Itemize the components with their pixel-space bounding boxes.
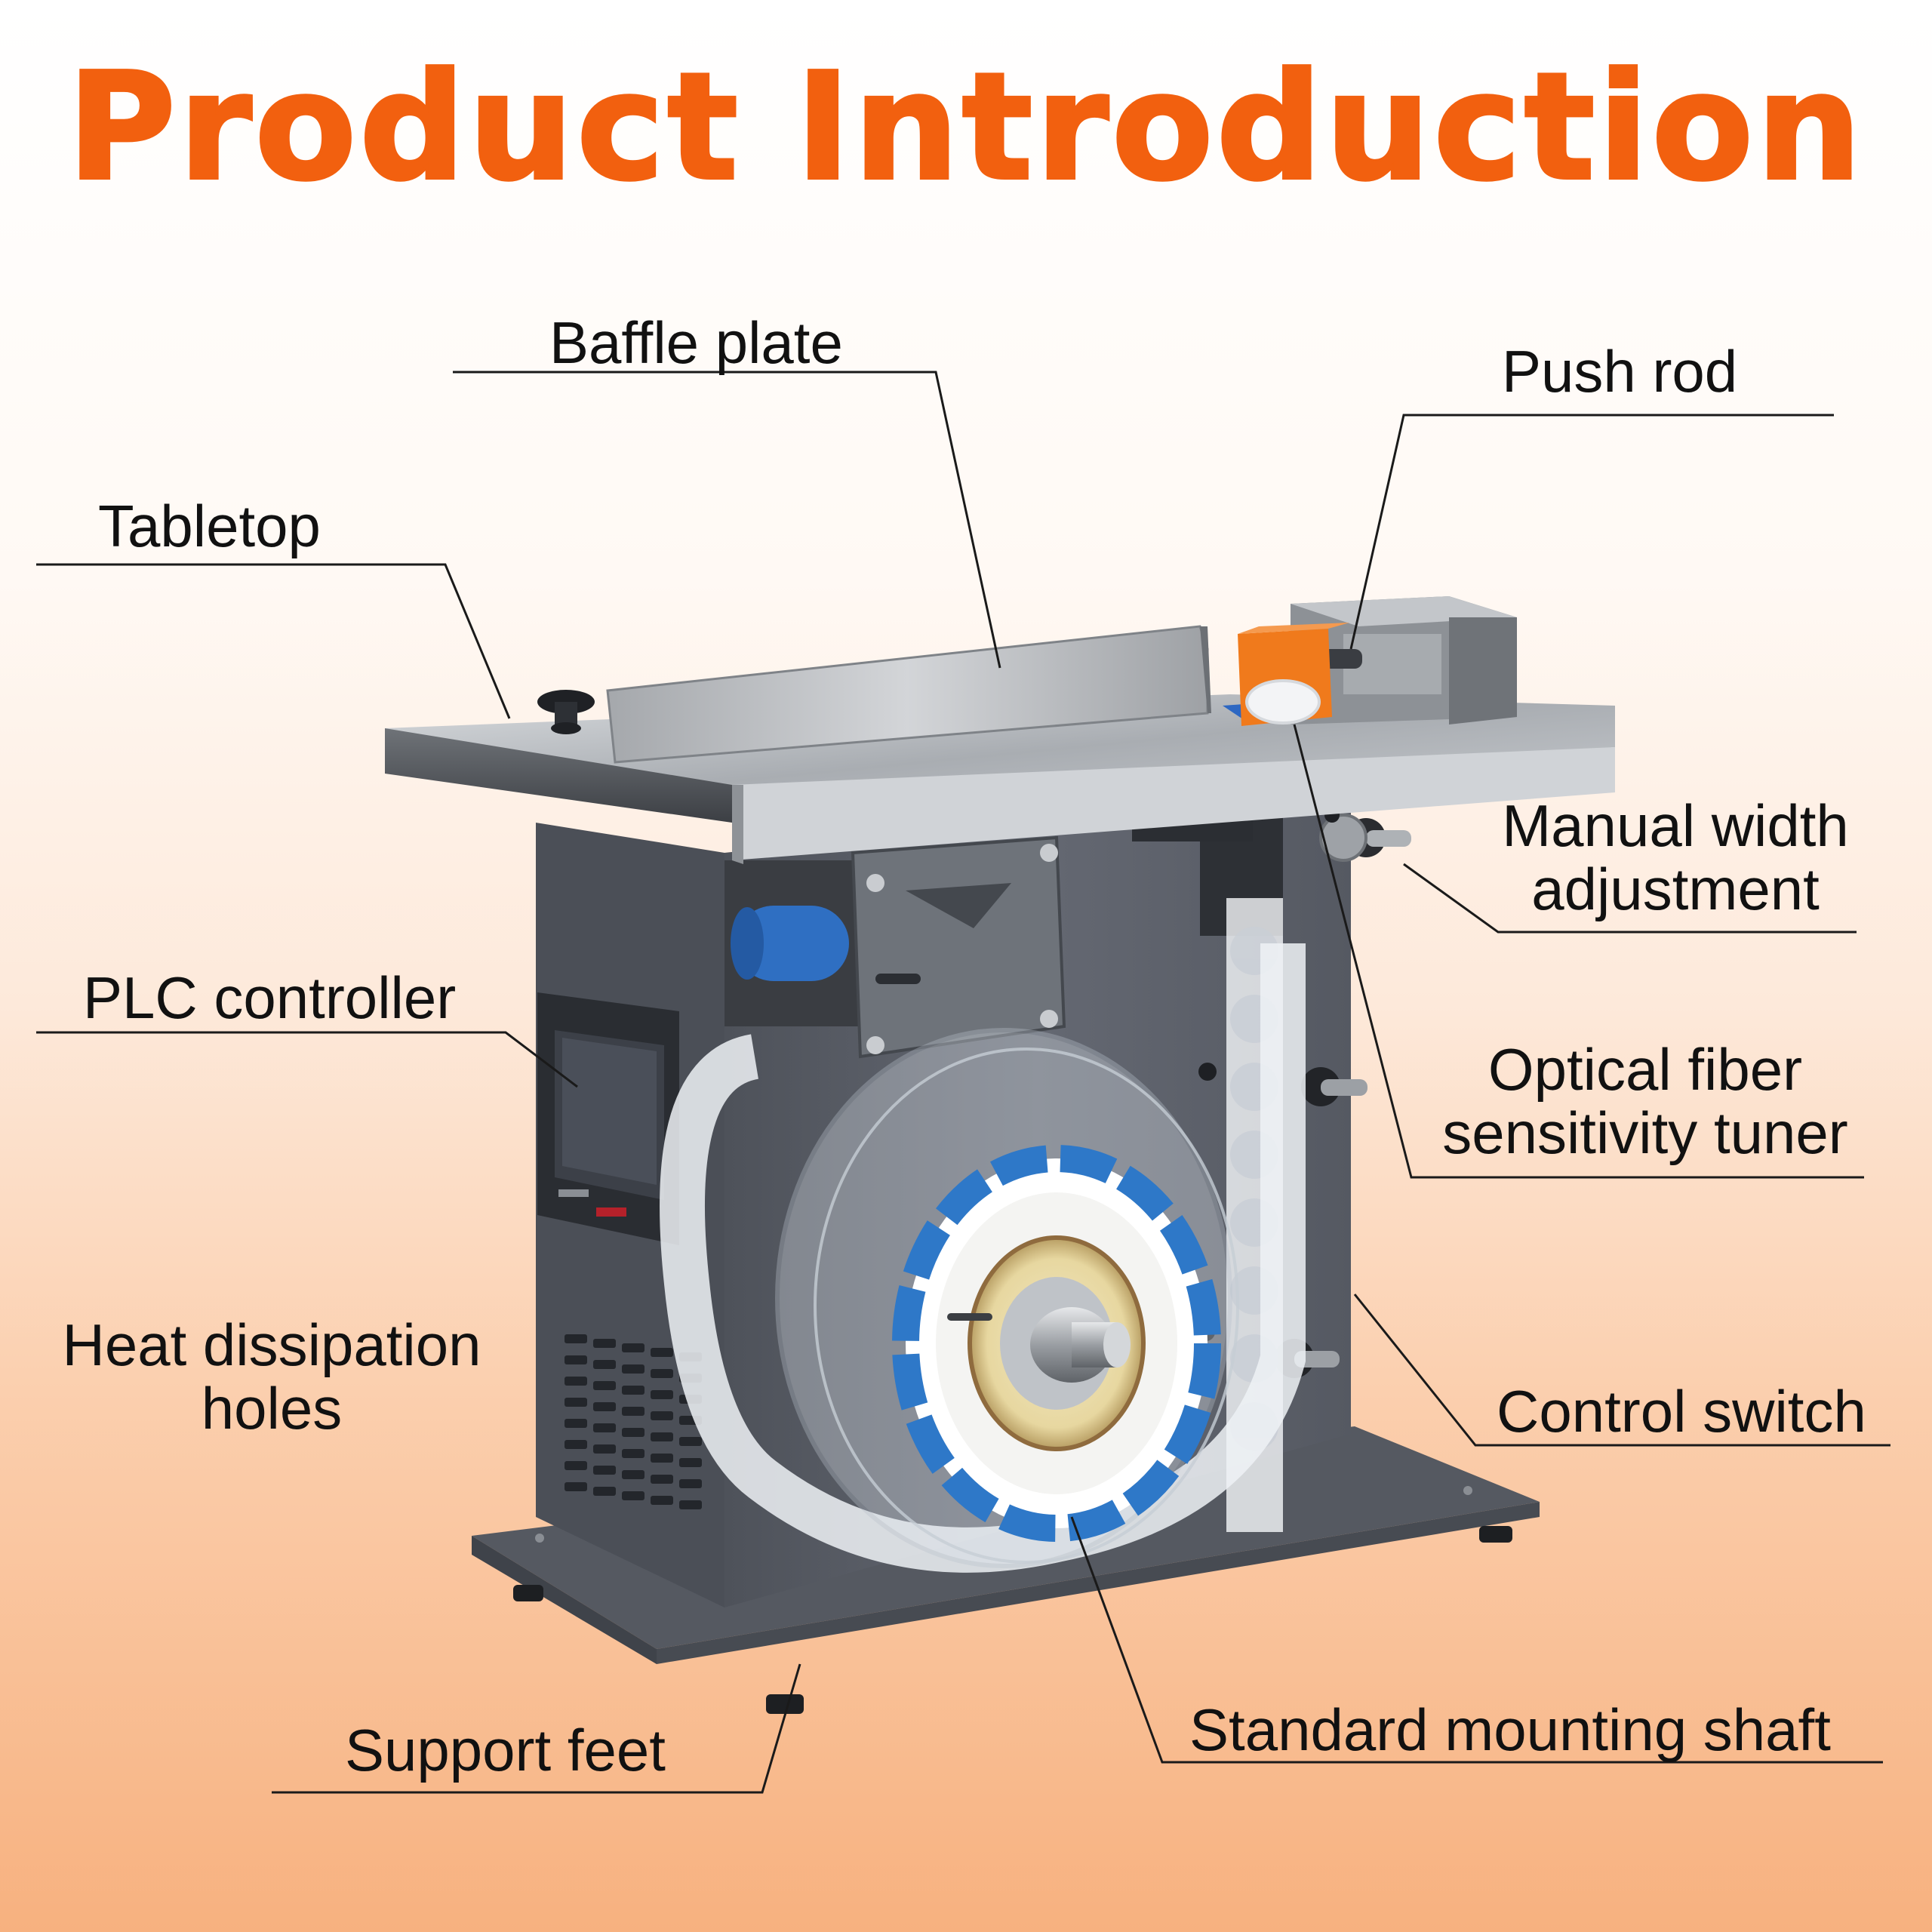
tabletop-leader xyxy=(36,563,511,719)
baffle-plate-leader xyxy=(453,371,1001,669)
manual-width-leader xyxy=(1403,863,1857,934)
tabletop-knob xyxy=(537,690,595,734)
control-switch-leader xyxy=(1353,1294,1890,1447)
label-baffle-plate: Baffle plate xyxy=(549,309,843,376)
push-rod-graphic xyxy=(1223,596,1517,726)
label-heat-dissipation-line2: holes xyxy=(201,1375,343,1441)
page-title: Product Introduction xyxy=(66,40,1865,215)
mounting-shaft-leader xyxy=(1070,1516,1883,1764)
plc-controller-graphic xyxy=(537,992,679,1245)
support-feet-graphic xyxy=(513,1526,1512,1714)
heat-dissipation-holes-graphic xyxy=(565,1334,702,1509)
push-rod-leader xyxy=(1349,414,1834,650)
label-optical-fiber: Optical fiber sensitivity tuner xyxy=(1419,1038,1872,1164)
plc-controller-leader xyxy=(36,1031,578,1088)
label-plc-controller: PLC controller xyxy=(83,964,457,1031)
label-control-switch: Control switch xyxy=(1497,1378,1866,1444)
label-mounting-shaft: Standard mounting shaft xyxy=(1189,1697,1831,1763)
label-tabletop: Tabletop xyxy=(98,493,321,559)
leader-lines xyxy=(36,371,1890,1794)
label-support-feet: Support feet xyxy=(345,1717,666,1783)
support-feet-leader xyxy=(272,1663,801,1794)
label-heat-dissipation-line1: Heat dissipation xyxy=(62,1312,481,1378)
optical-fiber-leader xyxy=(1293,724,1864,1179)
label-manual-width-line1: Manual width xyxy=(1502,792,1849,859)
label-web-loop xyxy=(660,943,1306,1573)
label-push-rod: Push rod xyxy=(1502,338,1738,405)
label-manual-width-line2: adjustment xyxy=(1531,856,1820,922)
label-manual-width: Manual width adjustment xyxy=(1479,794,1872,921)
width-adjustment-knob xyxy=(1132,808,1411,862)
label-heat-dissipation: Heat dissipation holes xyxy=(45,1313,498,1440)
peeling-mechanism xyxy=(724,835,1066,1059)
label-roll xyxy=(775,1028,1239,1568)
label-optical-fiber-line2: sensitivity tuner xyxy=(1442,1100,1848,1166)
label-optical-fiber-line1: Optical fiber xyxy=(1487,1036,1803,1103)
baffle-plate-graphic xyxy=(606,625,1211,764)
